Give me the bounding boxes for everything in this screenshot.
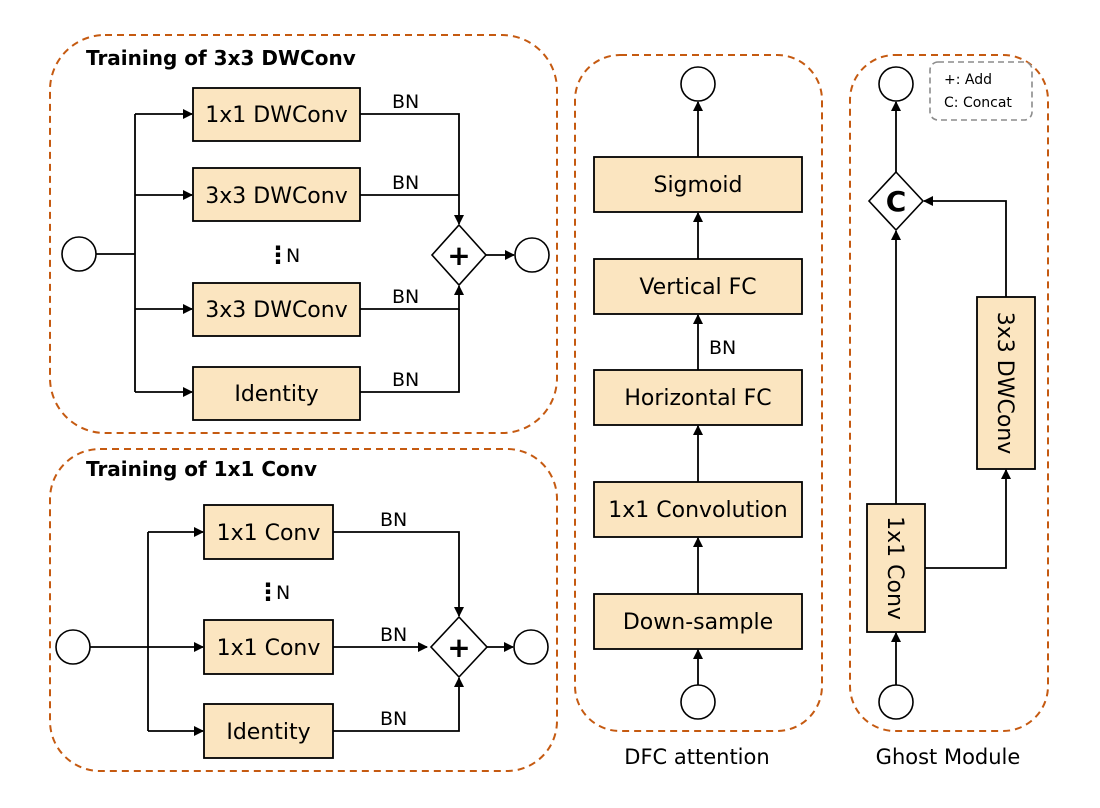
bn-connector (333, 677, 464, 732)
flow-arrow (925, 469, 1011, 569)
box-identity (192, 366, 361, 421)
box-label: 3x3 DWConv (992, 312, 1017, 454)
box-label: Identity (226, 720, 310, 745)
repeat-n-label: N (276, 582, 290, 604)
box-sigmoid (593, 156, 803, 213)
panel-title: Training of 1x1 Conv (86, 457, 317, 481)
box-label: Horizontal FC (624, 386, 771, 411)
flow-arrow (923, 196, 1007, 297)
add-symbol: + (447, 631, 470, 664)
input-node (680, 684, 716, 720)
box-label: Down-sample (623, 610, 773, 635)
panel-border (849, 54, 1049, 732)
box-3x3-dwconv (192, 167, 361, 222)
ellipsis-dots: ⋮ (256, 578, 280, 606)
output-node (878, 66, 914, 102)
caption-dfc-attention: DFC attention (624, 745, 769, 769)
caption-ghost-module: Ghost Module (876, 745, 1021, 769)
box-label: Identity (234, 382, 318, 407)
add-symbol: + (447, 239, 470, 272)
box-3x3-dwconv (192, 282, 361, 337)
panel-border (49, 448, 558, 772)
box-label: Sigmoid (653, 173, 742, 198)
bn-label: BN (392, 172, 419, 194)
box-1x1-dwconv (192, 87, 361, 142)
panel-title: Training of 3x3 DWConv (86, 46, 356, 70)
repeat-n-label: N (286, 245, 300, 267)
box-identity (203, 703, 334, 759)
box-label: 1x1 Convolution (608, 498, 787, 523)
input-node (55, 629, 91, 665)
bn-label: BN (380, 509, 407, 531)
bn-label: BN (709, 337, 736, 359)
box-1x1-conv (866, 503, 926, 633)
panel-border (574, 54, 823, 732)
bn-label: BN (392, 286, 419, 308)
input-node (61, 236, 97, 272)
add-operator (429, 615, 489, 679)
output-node (514, 237, 550, 273)
panel-ghost-module: +: Add C: Concat C 1x1 Conv 3x3 DWConv (849, 54, 1049, 732)
box-label: 1x1 DWConv (205, 103, 347, 128)
box-label: 1x1 Conv (217, 636, 321, 661)
panel-training-1x1-conv: Training of 1x1 Conv 1x1 Conv 1x1 Conv I… (49, 448, 558, 772)
box-1x1-conv (203, 504, 334, 560)
box-label: 3x3 DWConv (205, 298, 347, 323)
box-label: 3x3 DWConv (205, 184, 347, 209)
bn-label: BN (392, 91, 419, 113)
ellipsis-dots: ⋮ (266, 241, 290, 269)
bn-label: BN (392, 369, 419, 391)
box-vertical-fc (593, 258, 803, 315)
legend-add: +: Add (944, 72, 992, 88)
bn-connector (360, 113, 464, 225)
legend-box (929, 61, 1033, 121)
box-horizontal-fc (593, 369, 803, 426)
box-label: 1x1 Conv (217, 521, 321, 546)
box-1x1-convolution (593, 481, 803, 538)
concat-symbol: C (886, 185, 907, 218)
output-node (680, 66, 716, 102)
panel-border (49, 34, 558, 434)
panel-training-3x3-dwconv: Training of 3x3 DWConv 1x1 DWConv 3x3 DW… (49, 34, 558, 434)
output-node (513, 629, 549, 665)
box-label: Vertical FC (639, 275, 756, 300)
bn-label: BN (380, 624, 407, 646)
legend-concat: C: Concat (944, 95, 1012, 111)
add-operator (430, 223, 488, 287)
box-label: 1x1 Conv (882, 516, 907, 620)
bn-label: BN (380, 708, 407, 730)
input-node (878, 684, 914, 720)
bn-connector (333, 531, 464, 617)
bn-connector (360, 309, 460, 393)
panel-dfc-attention: Sigmoid Vertical FC Horizontal FC 1x1 Co… (574, 54, 823, 732)
